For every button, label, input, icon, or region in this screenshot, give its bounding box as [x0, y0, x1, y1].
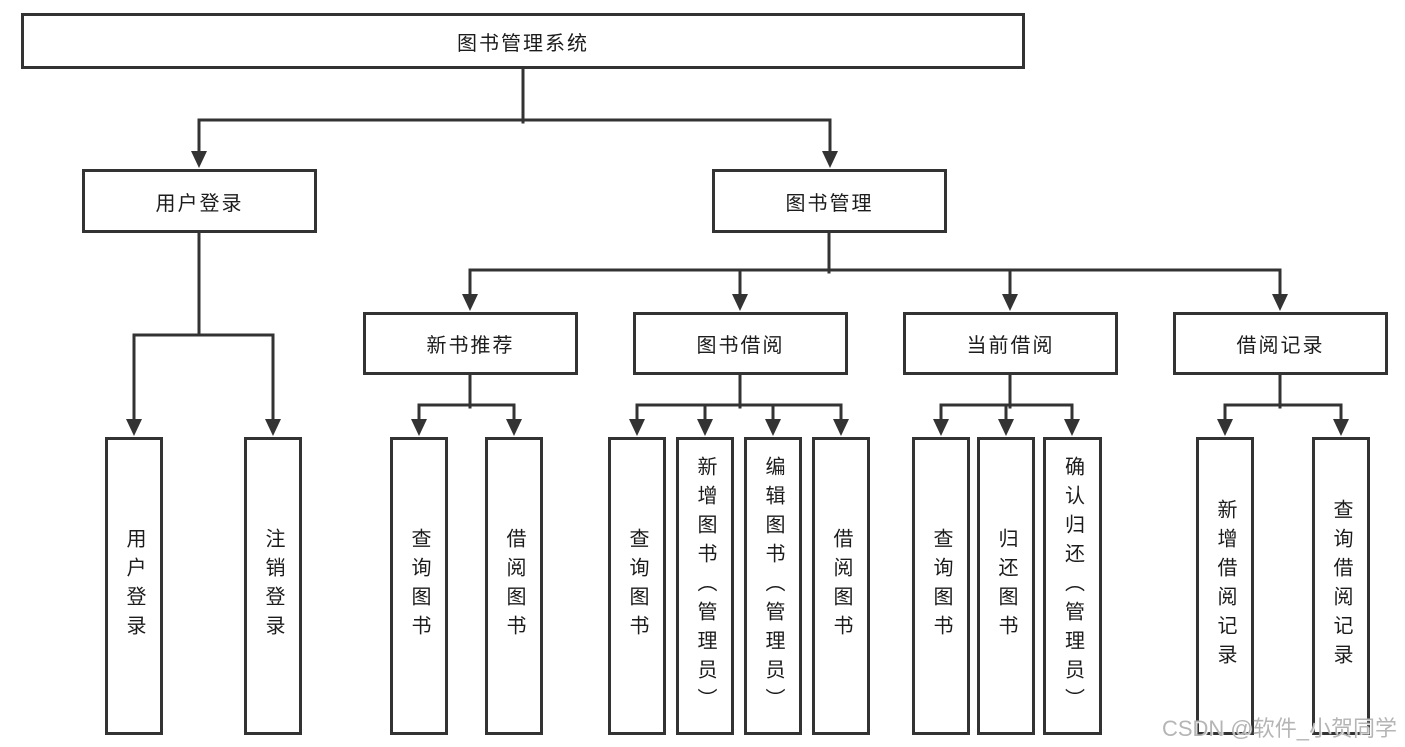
node-book-management-label: 图书管理 — [785, 192, 874, 215]
arrowhead — [1064, 419, 1080, 436]
node-root-system: 图书管理系统 — [21, 13, 1025, 69]
leaf-cb-return-books: 归还图书 — [977, 437, 1035, 735]
arrowhead — [998, 419, 1014, 436]
arrowhead — [506, 419, 522, 436]
node-borrow-records: 借阅记录 — [1173, 312, 1388, 375]
node-user-login-label: 用户登录 — [155, 192, 244, 215]
leaf-cb-return-books-label: 归还图书 — [995, 528, 1017, 644]
arrowhead — [629, 419, 645, 436]
leaf-bb-borrow-books-label: 借阅图书 — [830, 528, 852, 644]
arrowhead — [833, 419, 849, 436]
arrowhead — [1333, 419, 1349, 436]
arrowhead — [732, 294, 748, 311]
node-current-borrowing-label: 当前借阅 — [966, 335, 1055, 357]
leaf-nb-borrow-books: 借阅图书 — [485, 437, 543, 735]
csdn-watermark: CSDN @软件_小贺同学 — [1161, 716, 1397, 741]
arrowhead — [191, 151, 207, 168]
leaf-br-query-record-label: 查询借阅记录 — [1330, 499, 1352, 673]
arrowhead — [1002, 294, 1018, 311]
arrowhead — [697, 419, 713, 436]
leaf-cb-query-books-label: 查询图书 — [930, 528, 952, 644]
node-user-login: 用户登录 — [82, 169, 317, 233]
leaf-logout-label: 注销登录 — [262, 528, 284, 644]
arrowhead — [411, 419, 427, 436]
leaf-bb-borrow-books: 借阅图书 — [812, 437, 870, 735]
node-borrow-records-label: 借阅记录 — [1236, 335, 1325, 357]
leaf-bb-edit-books-admin-label: 编辑图书（管理员） — [762, 455, 784, 717]
leaf-bb-add-books-admin-label: 新增图书（管理员） — [694, 455, 716, 717]
leaf-bb-query-books-label: 查询图书 — [626, 528, 648, 644]
leaf-br-query-record: 查询借阅记录 — [1312, 437, 1370, 735]
arrowhead — [765, 419, 781, 436]
leaf-bb-edit-books-admin: 编辑图书（管理员） — [744, 437, 802, 735]
node-root-label: 图书管理系统 — [457, 32, 589, 55]
arrowhead — [126, 419, 142, 436]
leaf-cb-confirm-return-admin: 确认归还（管理员） — [1043, 437, 1102, 735]
arrowhead — [1217, 419, 1233, 436]
node-book-management: 图书管理 — [712, 169, 947, 233]
node-book-borrowing-label: 图书借阅 — [696, 335, 785, 357]
leaf-logout: 注销登录 — [244, 437, 302, 735]
arrowhead — [822, 151, 838, 168]
leaf-bb-query-books: 查询图书 — [608, 437, 666, 735]
node-book-borrowing: 图书借阅 — [633, 312, 848, 375]
leaf-nb-query-books-label: 查询图书 — [408, 528, 430, 644]
arrowhead — [265, 419, 281, 436]
leaf-br-add-record-label: 新增借阅记录 — [1214, 499, 1236, 673]
node-new-book-recommend-label: 新书推荐 — [426, 335, 515, 357]
leaf-user-login-label: 用户登录 — [123, 528, 145, 644]
leaf-bb-add-books-admin: 新增图书（管理员） — [676, 437, 734, 735]
leaf-user-login: 用户登录 — [105, 437, 163, 735]
leaf-br-add-record: 新增借阅记录 — [1196, 437, 1254, 735]
leaf-cb-confirm-return-admin-label: 确认归还（管理员） — [1061, 455, 1084, 717]
leaf-nb-query-books: 查询图书 — [390, 437, 448, 735]
arrowhead — [1272, 294, 1288, 311]
node-new-book-recommend: 新书推荐 — [363, 312, 578, 375]
node-current-borrowing: 当前借阅 — [903, 312, 1118, 375]
arrowhead — [462, 294, 478, 311]
leaf-cb-query-books: 查询图书 — [912, 437, 970, 735]
leaf-nb-borrow-books-label: 借阅图书 — [503, 528, 525, 644]
arrowhead — [933, 419, 949, 436]
